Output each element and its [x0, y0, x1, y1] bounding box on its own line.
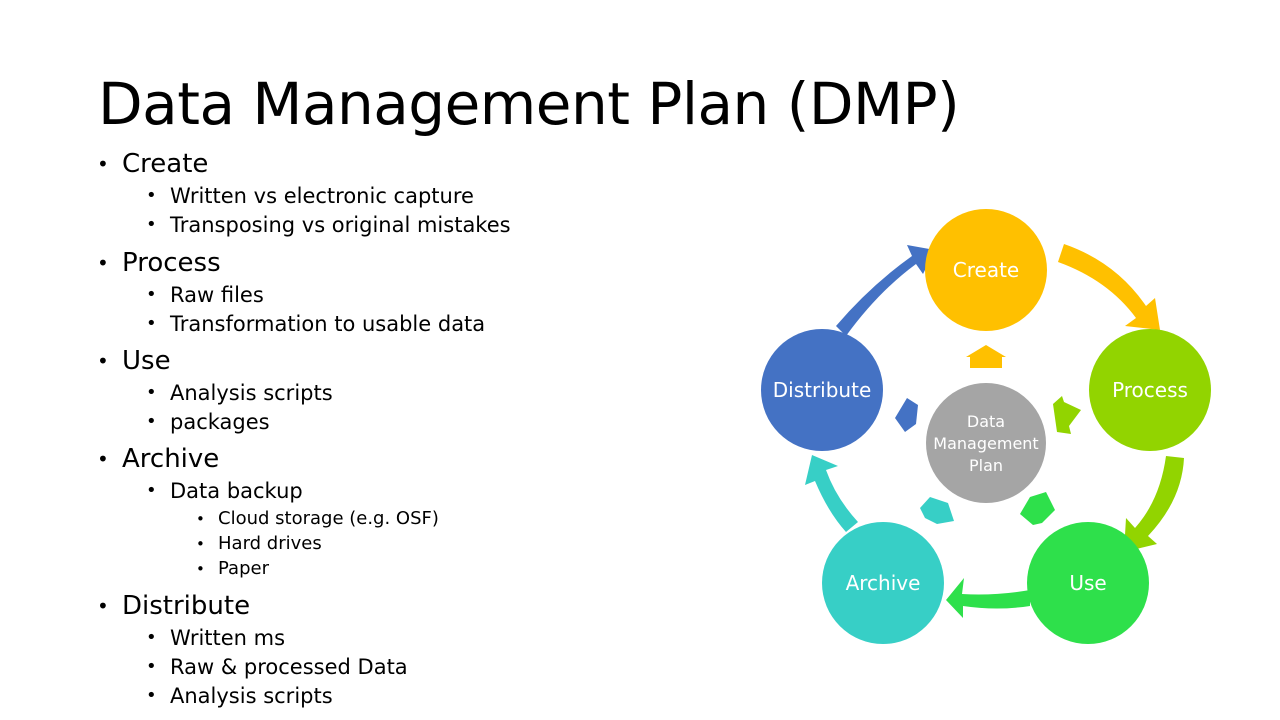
node-create: Create: [925, 209, 1047, 331]
outline-subitem-label: packages: [170, 410, 270, 434]
outline-subitem: • Analysis scripts: [146, 380, 333, 406]
bullet-icon: •: [97, 594, 109, 618]
arrow-use-to-archive: [946, 578, 1030, 618]
outline-item-label: Distribute: [122, 591, 251, 621]
node-distribute-label: Distribute: [773, 378, 872, 402]
bullet-icon: •: [146, 185, 157, 206]
node-process-label: Process: [1112, 378, 1188, 402]
outline-subitem-label: Written ms: [170, 626, 286, 650]
outline-subsubitem: • Hard drives: [196, 533, 322, 555]
bullet-icon: •: [146, 313, 157, 334]
inner-arrow-to-process: [1053, 396, 1081, 434]
outline-subitem: • packages: [146, 409, 270, 435]
center-node: Data Management Plan: [926, 383, 1046, 503]
outline-item-create: • Create: [97, 149, 209, 179]
bullet-icon: •: [97, 152, 109, 176]
node-distribute: Distribute: [761, 329, 883, 451]
bullet-icon: •: [146, 627, 157, 648]
bullet-icon: •: [97, 349, 109, 373]
bullet-icon: •: [146, 480, 157, 501]
node-distribute-circle: [761, 329, 883, 451]
arrow-process-to-use: [1124, 456, 1184, 552]
outline-subitem: • Raw & processed Data: [146, 654, 408, 680]
outline-subsubitem: • Cloud storage (e.g. OSF): [196, 508, 439, 530]
outline-item-label: Create: [122, 149, 209, 179]
outline-item-label: Use: [122, 346, 171, 376]
arrow-create-to-process: [1058, 244, 1160, 330]
bullet-icon: •: [196, 560, 205, 578]
outline-subitem: • Data backup: [146, 478, 303, 504]
outline-item-label: Archive: [122, 444, 220, 474]
node-process: Process: [1089, 329, 1211, 451]
node-create-label: Create: [953, 258, 1019, 282]
outline-item-process: • Process: [97, 248, 221, 278]
node-use: Use: [1027, 522, 1149, 644]
slide-title: Data Management Plan (DMP): [98, 70, 960, 138]
node-archive-circle: [822, 522, 944, 644]
outline-item-label: Process: [122, 248, 221, 278]
outline-item-distribute: • Distribute: [97, 591, 251, 621]
node-process-circle: [1089, 329, 1211, 451]
outline-subitem: • Written vs electronic capture: [146, 183, 474, 209]
inner-arrow-to-distribute: [895, 398, 918, 432]
node-archive: Archive: [822, 522, 944, 644]
cycle-arrows: [805, 244, 1184, 618]
bullet-icon: •: [97, 251, 109, 275]
inner-arrow-to-archive: [920, 497, 954, 524]
center-node-line-1: Data: [967, 412, 1005, 431]
outline-subitem: • Transposing vs original mistakes: [146, 212, 511, 238]
inner-arrows: [895, 345, 1081, 525]
outline-subitem: • Written ms: [146, 625, 286, 651]
bullet-icon: •: [146, 284, 157, 305]
outline-subitem: • Raw files: [146, 282, 264, 308]
arrow-archive-to-distribute: [805, 455, 858, 532]
bullet-icon: •: [97, 447, 109, 471]
node-create-circle: [925, 209, 1047, 331]
inner-arrow-to-create: [966, 345, 1006, 368]
outline-subsubitem-label: Cloud storage (e.g. OSF): [218, 508, 439, 529]
center-node-line-3: Plan: [969, 456, 1003, 475]
outline-subitem-label: Transformation to usable data: [170, 312, 486, 336]
outline-subitem-label: Transposing vs original mistakes: [170, 213, 511, 237]
outline-subitem-label: Analysis scripts: [170, 381, 333, 405]
node-use-circle: [1027, 522, 1149, 644]
outline-subitem-label: Data backup: [170, 479, 303, 503]
outline-subsubitem-label: Hard drives: [218, 533, 322, 554]
bullet-icon: •: [146, 411, 157, 432]
bullet-icon: •: [196, 510, 205, 528]
outline-subitem: • Analysis scripts: [146, 683, 333, 709]
bullet-icon: •: [146, 214, 157, 235]
node-use-label: Use: [1069, 571, 1106, 595]
outline-subitem-label: Analysis scripts: [170, 684, 333, 708]
inner-arrow-to-use: [1020, 492, 1055, 525]
bullet-icon: •: [146, 656, 157, 677]
bullet-icon: •: [196, 535, 205, 553]
center-node-line-2: Management: [933, 434, 1038, 453]
arrow-distribute-to-create: [836, 245, 935, 336]
outline-item-use: • Use: [97, 346, 171, 376]
outline-subitem-label: Raw & processed Data: [170, 655, 408, 679]
outline-subsubitem: • Paper: [196, 558, 269, 580]
bullet-icon: •: [146, 382, 157, 403]
outline-subitem-label: Written vs electronic capture: [170, 184, 474, 208]
center-node-circle: [926, 383, 1046, 503]
bullet-icon: •: [146, 685, 157, 706]
outline-subsubitem-label: Paper: [218, 558, 269, 579]
outline-subitem-label: Raw files: [170, 283, 264, 307]
outline-item-archive: • Archive: [97, 444, 220, 474]
node-archive-label: Archive: [846, 571, 921, 595]
outline-subitem: • Transformation to usable data: [146, 311, 486, 337]
